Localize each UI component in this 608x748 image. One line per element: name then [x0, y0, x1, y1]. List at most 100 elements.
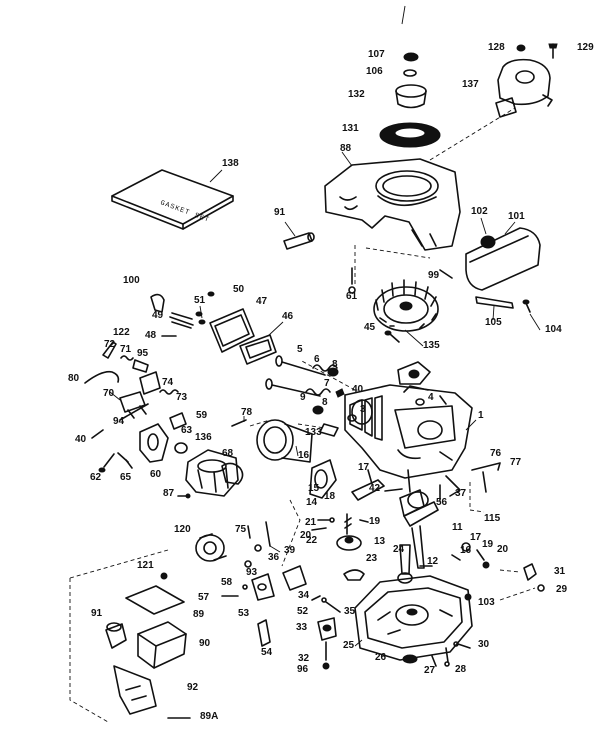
callout-76: 76	[490, 448, 502, 459]
callout-90: 90	[199, 638, 211, 649]
needle-62	[98, 453, 115, 473]
callout-6: 6	[314, 354, 320, 365]
callout-58: 58	[221, 577, 233, 588]
callout-87: 87	[163, 488, 175, 499]
callout-5: 5	[297, 344, 303, 355]
starter-cup-132	[395, 84, 427, 109]
callout-74: 74	[162, 377, 174, 388]
callout-48: 48	[145, 330, 157, 341]
float-68	[221, 462, 244, 485]
callout-93: 93	[246, 567, 258, 578]
callout-70: 70	[103, 388, 115, 399]
screw-129	[548, 43, 558, 59]
callout-68: 68	[222, 448, 234, 459]
callout-27: 27	[424, 665, 436, 676]
callout-95: 95	[137, 348, 149, 359]
callout-73: 73	[176, 392, 188, 403]
callout-24: 24	[393, 544, 405, 555]
callout-59: 59	[196, 410, 208, 421]
muffler-nut-102	[480, 217, 496, 249]
rewind-starter-131	[379, 122, 441, 148]
callout-17: 17	[358, 462, 370, 473]
callout-91: 91	[274, 207, 286, 218]
callout-105: 105	[485, 317, 502, 328]
callout-94: 94	[113, 416, 125, 427]
callout-39: 39	[284, 545, 296, 556]
rod-80	[84, 370, 120, 384]
dipstick-31	[523, 563, 537, 581]
key-42	[384, 488, 403, 492]
callout-13: 13	[374, 536, 386, 547]
spring-99	[439, 269, 453, 279]
needle-65	[117, 452, 133, 469]
callout-71: 71	[120, 344, 132, 355]
callout-33: 33	[296, 622, 308, 633]
flywheel-nut-45	[384, 330, 400, 343]
guide-line	[429, 107, 516, 161]
callout-37: 37	[455, 488, 467, 499]
plug-29	[537, 584, 545, 592]
callout-54: 54	[261, 647, 273, 658]
flywheel-135	[373, 279, 439, 347]
callout-115: 115	[484, 513, 501, 524]
wire-37	[445, 475, 461, 497]
callout-22: 22	[306, 535, 318, 546]
link-20	[311, 527, 327, 531]
valve-5	[275, 355, 326, 376]
callout-14: 14	[306, 497, 318, 508]
nut-50	[207, 291, 215, 297]
callout-78: 78	[241, 407, 253, 418]
callout-101: 101	[508, 211, 525, 222]
screw-61	[348, 267, 356, 294]
washer-4	[415, 398, 425, 406]
callout-65: 65	[120, 472, 132, 483]
callout-19: 19	[369, 516, 381, 527]
gasket-52	[282, 565, 307, 591]
callout-133: 133	[305, 427, 322, 438]
callout-8: 8	[332, 359, 338, 370]
callout-100: 100	[123, 275, 140, 286]
guide-line	[299, 359, 356, 391]
callout-42: 42	[369, 483, 381, 494]
callout-128: 128	[488, 42, 505, 53]
guide-line	[281, 499, 301, 567]
plug-103	[464, 593, 472, 601]
governor-arm-17	[351, 469, 385, 501]
spring-73	[159, 389, 179, 395]
callout-26: 26	[375, 652, 387, 663]
callout-40: 40	[75, 434, 87, 445]
breather-46	[239, 321, 284, 365]
callout-15: 15	[308, 483, 320, 494]
screw-121	[160, 572, 168, 580]
spring-34	[311, 595, 321, 601]
callout-31: 31	[554, 566, 566, 577]
spring-78	[231, 416, 247, 427]
guide-line	[365, 247, 431, 259]
callout-137: 137	[462, 79, 479, 90]
valve-spring-6	[312, 364, 338, 372]
callout-50: 50	[233, 284, 245, 295]
gasket-set-label: GASKET SET	[159, 199, 211, 224]
plug-30	[453, 641, 471, 649]
spring-39	[265, 521, 281, 553]
elbow-100	[150, 293, 165, 313]
callout-18: 18	[324, 491, 336, 502]
shaft-35	[321, 597, 341, 613]
callout-121: 121	[137, 560, 154, 571]
callout-63: 63	[181, 425, 193, 436]
callout-62: 62	[90, 472, 102, 483]
callout-9: 9	[300, 392, 306, 403]
callout-45: 45	[364, 322, 376, 333]
oil-pump-33	[317, 617, 337, 641]
callout-21: 21	[305, 517, 317, 528]
muffler-101	[465, 221, 541, 291]
gasket-set-box-138	[111, 169, 234, 230]
fan-clutch-135b	[397, 361, 431, 385]
crankshaft-13	[399, 469, 439, 569]
link-72	[102, 341, 117, 359]
callout-122: 122	[113, 327, 130, 338]
gasket-59	[169, 412, 187, 430]
screw-87	[177, 493, 191, 499]
flywheel-brake-120	[195, 533, 227, 562]
